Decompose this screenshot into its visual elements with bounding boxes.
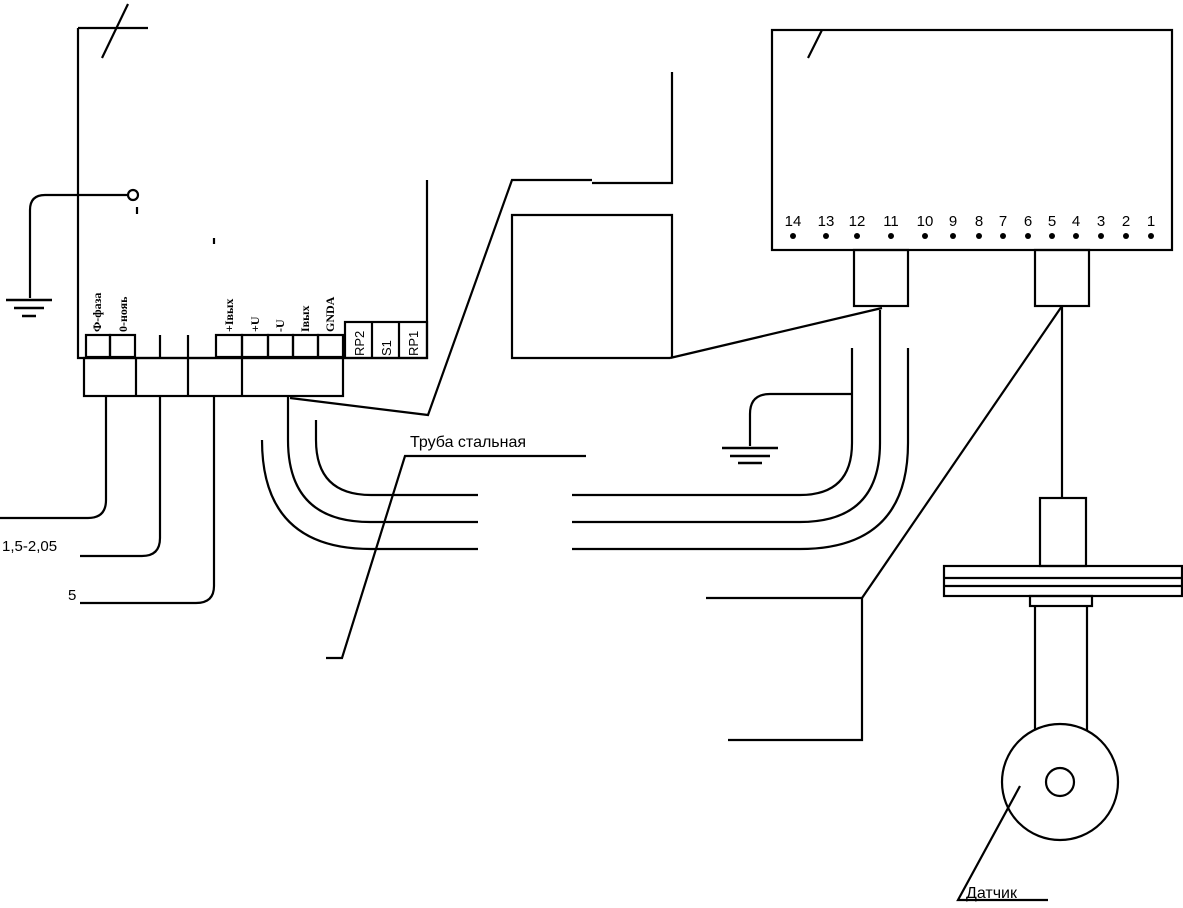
lower-bracket	[706, 305, 1064, 742]
terminal-label-phase: Ф-фаза	[90, 293, 104, 332]
unit-leader-line	[101, 3, 129, 59]
pin-label: 4	[1072, 213, 1080, 230]
pin-dot-icon	[950, 233, 956, 239]
pin-label: 12	[849, 213, 866, 230]
controller-leader-line	[807, 29, 823, 59]
pin-dot-icon	[1123, 233, 1129, 239]
sensor-stem	[1033, 606, 1089, 730]
middle-brackets	[510, 72, 883, 360]
pipe-label: Труба стальная	[410, 434, 526, 451]
sensor-core-icon	[1044, 766, 1076, 798]
terminal-label-neutral: 0-нояь	[116, 296, 130, 332]
pin-label: 8	[975, 213, 983, 230]
terminal-block-bottom	[82, 356, 345, 398]
power-cables: 1,5-2,05 5	[0, 396, 216, 605]
connector-right	[1033, 248, 1091, 308]
cable-label-count: 5	[68, 587, 76, 604]
signal-cables: Труба стальная	[260, 178, 910, 660]
sensor: Датчик	[942, 496, 1183, 902]
sensor-collar	[1028, 594, 1094, 608]
pin-label: 13	[818, 213, 835, 230]
pin-label: 7	[999, 213, 1007, 230]
connector-left	[852, 248, 910, 308]
terminal-label-minus-u: -U	[273, 319, 287, 332]
terminal-label-plus-u: +U	[248, 316, 262, 332]
switch-contact-icon	[126, 188, 140, 202]
sensor-leader-line	[956, 785, 1048, 902]
measuring-unit: Ф-фаза 0-нояь +Iвых +U -U Iвых GNDA RP2 …	[6, 3, 429, 398]
pin-dot-icon	[1049, 233, 1055, 239]
sensor-body-icon	[1000, 722, 1120, 842]
pin-label: 1	[1147, 213, 1155, 230]
ground-icon	[6, 298, 52, 318]
pin-label: 2	[1122, 213, 1130, 230]
pin-dot-icon	[1073, 233, 1079, 239]
pin-dot-icon	[922, 233, 928, 239]
pin-dot-icon	[976, 233, 982, 239]
sensor-label: Датчик	[966, 885, 1018, 902]
terminal-label-iout: Iвых	[298, 305, 312, 332]
ground-wire	[28, 193, 128, 298]
terminal-strip-top	[84, 333, 345, 359]
terminal-label-gnda: GNDA	[323, 296, 337, 332]
relay-label-rp2: RP2	[352, 331, 367, 356]
pin-label: 5	[1048, 213, 1056, 230]
relay-label-rp1: RP1	[406, 331, 421, 356]
pin-dot-icon	[1000, 233, 1006, 239]
unit-enclosure	[76, 28, 429, 360]
pin-dot-icon	[1098, 233, 1104, 239]
cable-label-section: 1,5-2,05	[2, 538, 57, 555]
pin-dot-icon	[1148, 233, 1154, 239]
pin-dot-icon	[854, 233, 860, 239]
pin-dot-icon	[823, 233, 829, 239]
sensor-head	[1038, 496, 1088, 568]
pin-label: 6	[1024, 213, 1032, 230]
pin-label: 11	[883, 213, 899, 230]
pin-dot-icon	[1025, 233, 1031, 239]
pin-dot-icon	[790, 233, 796, 239]
pin-label: 10	[917, 213, 934, 230]
shield-ground-wire	[748, 392, 852, 446]
controller-enclosure	[770, 28, 1174, 252]
pin-label: 3	[1097, 213, 1105, 230]
terminal-label-plus-iout: +Iвых	[222, 299, 236, 332]
pin-label: 9	[949, 213, 957, 230]
relay-block	[343, 320, 429, 360]
sensor-flange	[942, 564, 1183, 598]
pin-label: 14	[785, 213, 802, 230]
relay-label-s1: S1	[379, 340, 394, 356]
ground-icon-right	[722, 446, 778, 465]
pin-dot-icon	[888, 233, 894, 239]
